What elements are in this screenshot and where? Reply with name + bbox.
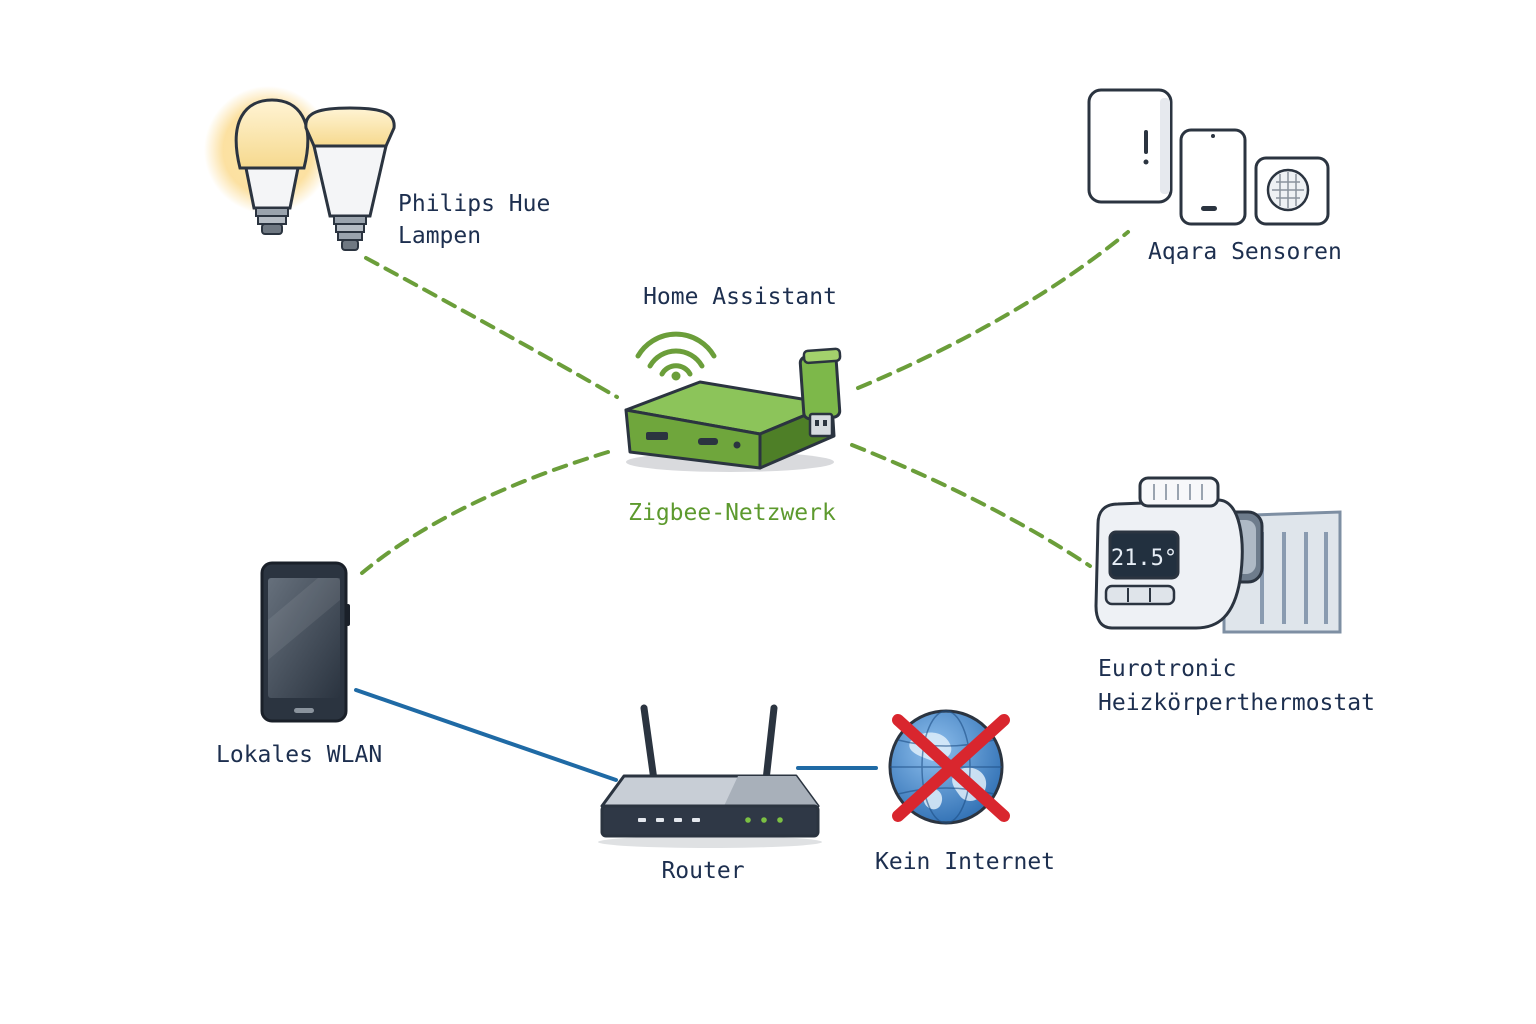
globe-crossed-icon xyxy=(888,709,1010,825)
label-hue-line2: Lampen xyxy=(398,223,482,249)
label-thermostat-line2: Heizkörperthermostat xyxy=(1098,690,1375,716)
radiator-thermostat-icon: 21.5° xyxy=(1094,476,1342,634)
link-hub-phone xyxy=(360,450,610,575)
label-home-assistant: Home Assistant xyxy=(643,284,837,310)
label-no-internet: Kein Internet xyxy=(875,849,1056,875)
link-hub-thermostat xyxy=(850,443,1092,568)
link-phone-router xyxy=(354,688,618,782)
zigbee-usb-dongle-icon xyxy=(798,347,842,438)
light-bulb-icon xyxy=(204,86,396,251)
wifi-router-icon xyxy=(598,704,822,848)
zigbee-links xyxy=(360,230,1130,575)
label-router: Router xyxy=(661,858,745,884)
smartphone-icon xyxy=(260,561,350,723)
thermostat-display: 21.5° xyxy=(1111,546,1177,571)
label-thermostat-line1: Eurotronic xyxy=(1098,656,1237,682)
label-hue-line1: Philips Hue xyxy=(398,191,551,217)
wlan-links xyxy=(354,688,878,782)
label-phone-wlan: Lokales WLAN xyxy=(216,742,383,768)
link-hub-hue xyxy=(364,256,619,399)
aqara-sensor-icon xyxy=(1087,88,1330,226)
link-hub-aqara xyxy=(856,230,1130,390)
label-zigbee-network: Zigbee-Netzwerk xyxy=(628,500,836,526)
label-aqara: Aqara Sensoren xyxy=(1148,239,1342,265)
